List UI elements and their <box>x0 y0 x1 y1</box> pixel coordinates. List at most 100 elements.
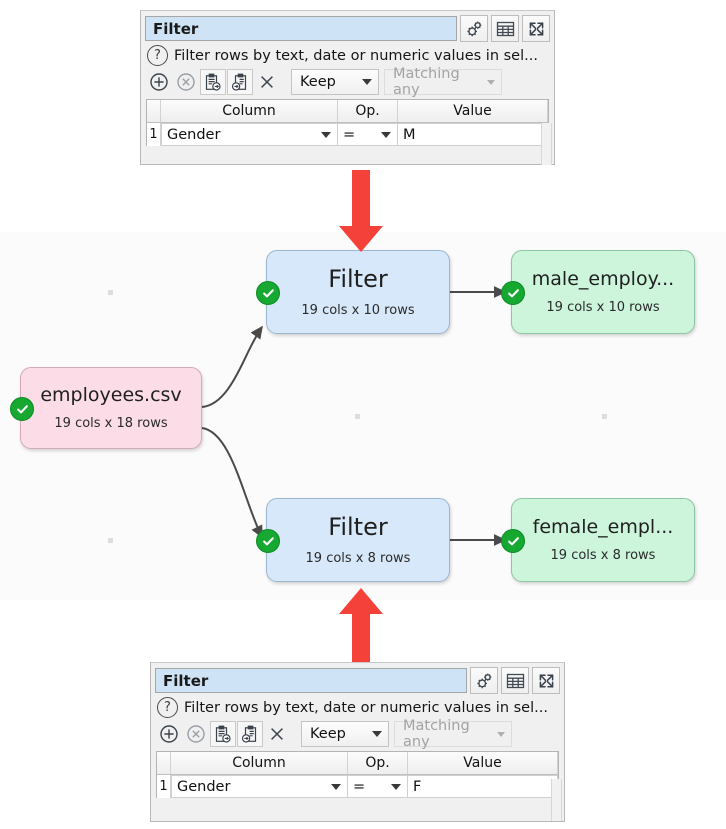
grid-dot <box>108 290 113 295</box>
filter-mode-value: Keep <box>310 726 346 742</box>
node-subtitle: 19 cols x 18 rows <box>54 416 168 432</box>
filter-panel-bottom: Filter <box>150 662 565 822</box>
row-op-select[interactable]: = <box>348 775 408 798</box>
connector-layer <box>201 286 507 546</box>
header-column[interactable]: Column <box>161 100 338 122</box>
status-badge-ok <box>256 281 280 305</box>
row-op-value: = <box>353 778 366 795</box>
filter-mode-select[interactable]: Keep <box>301 721 389 747</box>
node-subtitle: 19 cols x 8 rows <box>305 551 411 567</box>
connector-source-to-filter-male <box>201 325 263 408</box>
grid-dot <box>355 414 360 419</box>
filter-toolbar: Keep Matching any <box>141 66 554 98</box>
node-title: female_empl... <box>532 515 674 538</box>
gears-icon[interactable] <box>460 15 488 42</box>
add-row-icon[interactable] <box>156 721 182 747</box>
remove-row-icon[interactable] <box>173 69 199 95</box>
node-subtitle: 19 cols x 10 rows <box>546 300 660 316</box>
connector-source-to-filter-female <box>201 427 263 539</box>
header-column[interactable]: Column <box>171 752 348 774</box>
filter-match-select[interactable]: Matching any <box>384 66 502 98</box>
chevron-down-icon <box>497 731 505 737</box>
add-row-icon[interactable] <box>146 69 172 95</box>
node-title: male_employ... <box>531 267 675 290</box>
filter-match-select[interactable]: Matching any <box>394 718 512 750</box>
chevron-down-icon <box>381 131 391 138</box>
header-index <box>157 752 171 774</box>
filter-description-text: Filter rows by text, date or numeric val… <box>184 699 548 716</box>
header-index <box>147 100 161 122</box>
node-title: Filter <box>328 264 388 293</box>
table-icon[interactable] <box>501 667 529 694</box>
header-value[interactable]: Value <box>408 752 558 774</box>
filter-title-row: Filter <box>141 11 554 44</box>
filter-panel-top: Filter <box>140 10 555 165</box>
node-title: employees.csv <box>40 383 182 406</box>
table-header-row: Column Op. Value <box>157 752 558 775</box>
row-column-value: Gender <box>167 126 221 143</box>
row-index: 1 <box>157 775 171 798</box>
node-employees-csv[interactable]: employees.csv 19 cols x 18 rows <box>10 367 202 449</box>
help-icon[interactable]: ? <box>147 45 168 66</box>
panel-scrollbar[interactable] <box>541 123 552 165</box>
node-output-female[interactable]: female_empl... 19 cols x 8 rows <box>501 498 695 582</box>
chevron-down-icon <box>487 79 495 85</box>
help-icon[interactable]: ? <box>157 697 178 718</box>
chevron-down-icon <box>331 783 341 790</box>
status-badge-ok <box>10 397 34 421</box>
chevron-down-icon <box>372 731 382 737</box>
filter-title-row: Filter <box>151 663 564 696</box>
table-icon[interactable] <box>491 15 519 42</box>
filter-criteria-table: Column Op. Value 1 Gender = F <box>156 751 559 798</box>
expand-icon[interactable] <box>532 667 560 694</box>
filter-mode-select[interactable]: Keep <box>291 69 379 95</box>
node-subtitle: 19 cols x 8 rows <box>550 548 656 564</box>
gears-icon[interactable] <box>470 667 498 694</box>
filter-name-input[interactable]: Filter <box>145 16 457 41</box>
clear-icon[interactable] <box>254 69 280 95</box>
callout-arrow-down <box>339 170 383 252</box>
chevron-down-icon <box>362 79 372 85</box>
panel-scrollbar[interactable] <box>551 779 562 821</box>
node-subtitle: 19 cols x 10 rows <box>301 303 415 319</box>
remove-row-icon[interactable] <box>183 721 209 747</box>
grid-dot <box>602 414 607 419</box>
filter-match-value: Matching any <box>393 66 460 98</box>
paste-from-clipboard-icon[interactable] <box>237 721 263 747</box>
filter-description-text: Filter rows by text, date or numeric val… <box>174 47 538 64</box>
node-title: Filter <box>328 512 388 541</box>
clear-icon[interactable] <box>264 721 290 747</box>
copy-to-clipboard-icon[interactable] <box>200 69 226 95</box>
filter-name-input[interactable]: Filter <box>155 668 467 693</box>
row-op-value: = <box>343 126 356 143</box>
grid-dot <box>108 538 113 543</box>
table-header-row: Column Op. Value <box>147 100 548 123</box>
row-column-select[interactable]: Gender <box>171 775 348 798</box>
node-filter-male[interactable]: Filter 19 cols x 10 rows <box>256 250 450 334</box>
node-output-male[interactable]: male_employ... 19 cols x 10 rows <box>501 250 695 334</box>
chevron-down-icon <box>321 131 331 138</box>
status-badge-ok <box>501 281 525 305</box>
filter-toolbar: Keep Matching any <box>151 718 564 750</box>
row-index: 1 <box>147 123 161 146</box>
header-op[interactable]: Op. <box>338 100 398 122</box>
node-filter-female[interactable]: Filter 19 cols x 8 rows <box>256 498 450 582</box>
callout-arrow-up <box>339 588 383 664</box>
row-op-select[interactable]: = <box>338 123 398 146</box>
flow-canvas[interactable]: employees.csv 19 cols x 18 rows Filter 1… <box>0 232 726 600</box>
row-column-select[interactable]: Gender <box>161 123 338 146</box>
row-value-input[interactable]: F <box>408 775 558 798</box>
table-row: 1 Gender = M <box>147 123 548 146</box>
filter-match-value: Matching any <box>403 718 470 750</box>
expand-icon[interactable] <box>522 15 550 42</box>
status-badge-ok <box>501 529 525 553</box>
status-badge-ok <box>256 529 280 553</box>
copy-to-clipboard-icon[interactable] <box>210 721 236 747</box>
header-value[interactable]: Value <box>398 100 548 122</box>
filter-mode-value: Keep <box>300 74 336 90</box>
filter-description-row: ? Filter rows by text, date or numeric v… <box>151 696 564 719</box>
row-column-value: Gender <box>177 778 231 795</box>
header-op[interactable]: Op. <box>348 752 408 774</box>
row-value-input[interactable]: M <box>398 123 548 146</box>
paste-from-clipboard-icon[interactable] <box>227 69 253 95</box>
